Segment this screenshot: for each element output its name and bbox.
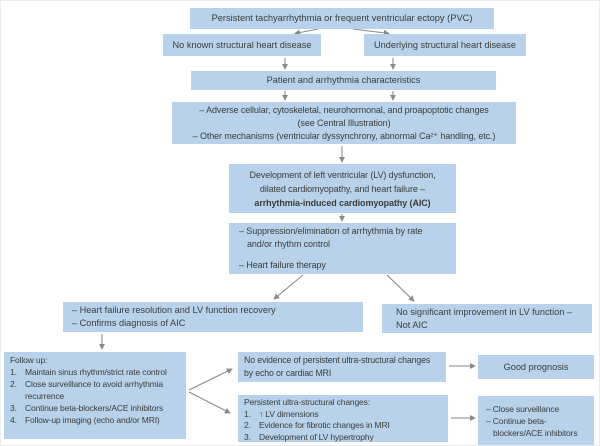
- node-persistent-changes: Persistent ultra-structural changes: 1. …: [238, 395, 448, 442]
- mechanisms-line: (see Central Illustration): [297, 117, 391, 128]
- node-development-aic: Development of left ventricular (LV) dys…: [229, 164, 456, 213]
- node-mechanisms: – Adverse cellular, cytoskeletal, neuroh…: [172, 102, 516, 144]
- development-line: dilated cardiomyopathy, and heart failur…: [259, 183, 426, 194]
- management-line: – Heart failure therapy: [239, 260, 326, 270]
- followup-item-number: 2.: [10, 379, 17, 389]
- node-pvc-text: Persistent tachyarrhythmia or frequent v…: [211, 13, 473, 23]
- management-line: and/or rhythm control: [247, 239, 330, 249]
- node-surveillance: – Close surveillance – Continue beta-blo…: [478, 396, 594, 445]
- persistent-item-text: Evidence for fibrotic changes in MRI: [259, 420, 390, 430]
- persistent-item-number: 1.: [244, 408, 251, 419]
- arrow-management-to-resolution: [273, 274, 304, 300]
- followup-item-number: 1.: [10, 367, 17, 377]
- node-hf-resolution: – Heart failure resolution and LV functi…: [63, 302, 363, 332]
- no-evidence-line: No evidence of persistent ultra-structur…: [244, 355, 431, 365]
- followup-item-text: Follow-up imaging (echo and/or MRI): [25, 415, 160, 425]
- followup-item-number: 3.: [10, 403, 17, 413]
- persistent-title: Persistent ultra-structural changes:: [244, 397, 370, 407]
- followup-item-text: Close surveillance to avoid arrhythmia r…: [25, 379, 163, 401]
- node-pvc: Persistent tachyarrhythmia or frequent v…: [190, 8, 494, 29]
- arrow-followup-to-no-evidence: [188, 368, 233, 391]
- surveillance-item: – Continue beta-blockers/ACE inhibitors: [486, 415, 578, 438]
- node-underlying-text: Underlying structural heart disease: [374, 39, 516, 50]
- followup-item-number: 4.: [10, 415, 17, 425]
- arrow-followup-to-persistent: [188, 391, 231, 414]
- followup-item: 4. Follow-up imaging (echo and/or MRI): [10, 414, 182, 426]
- mechanisms-line: – Other mechanisms (ventricular dyssynch…: [192, 130, 496, 141]
- surveillance-item: – Close surveillance: [486, 403, 560, 414]
- followup-item-text: Continue beta-blockers/ACE inhibitors: [25, 403, 164, 413]
- node-no-evidence: No evidence of persistent ultra-structur…: [238, 352, 446, 382]
- node-good-prognosis: Good prognosis: [478, 355, 594, 379]
- node-management: – Suppression/elimination of arrhythmia …: [229, 223, 456, 274]
- node-characteristics-text: Patient and arrhythmia characteristics: [266, 75, 421, 85]
- persistent-item: 1. ↑ LV dimensions: [244, 409, 446, 421]
- persistent-item-number: 2.: [244, 420, 251, 430]
- arrow-pvc-to-no-structural: [294, 28, 319, 36]
- followup-item: 1. Maintain sinus rhythm/strict rate con…: [10, 366, 182, 378]
- no-improvement-line: No significant improvement in LV functio…: [396, 306, 573, 317]
- good-prognosis-text: Good prognosis: [503, 361, 569, 372]
- no-improvement-line: Not AIC: [396, 319, 428, 330]
- node-no-improvement: No significant improvement in LV functio…: [382, 304, 592, 333]
- followup-item: 3. Continue beta-blockers/ACE inhibitors: [10, 402, 182, 414]
- development-line: Development of left ventricular (LV) dys…: [249, 169, 436, 180]
- persistent-item-number: 3.: [244, 431, 251, 442]
- persistent-item-text: Development of LV hypertrophy: [259, 431, 374, 442]
- arrow-management-to-no-improvement: [386, 274, 415, 302]
- management-line: – Suppression/elimination of arrhythmia …: [239, 226, 423, 236]
- persistent-item-text: ↑ LV dimensions: [259, 408, 319, 419]
- arrow-pvc-to-underlying: [352, 28, 390, 36]
- persistent-item: 2. Evidence for fibrotic changes in MRI: [244, 420, 446, 432]
- no-evidence-line: by echo or cardiac MRI: [244, 368, 332, 378]
- node-no-structural-text: No known structural heart disease: [172, 39, 312, 50]
- followup-title: Follow up:: [10, 355, 48, 365]
- mechanisms-line: – Adverse cellular, cytoskeletal, neuroh…: [199, 104, 489, 115]
- resolution-line: – Confirms diagnosis of AIC: [72, 318, 186, 328]
- node-patient-characteristics: Patient and arrhythmia characteristics: [191, 71, 496, 90]
- resolution-line: – Heart failure resolution and LV functi…: [72, 304, 276, 315]
- persistent-item: 3. Development of LV hypertrophy: [244, 432, 446, 444]
- development-line-bold: arrhythmia-induced cardiomyopathy (AIC): [254, 197, 431, 208]
- node-underlying-structural-disease: Underlying structural heart disease: [364, 34, 526, 56]
- followup-item-text: Maintain sinus rhythm/strict rate contro…: [25, 367, 167, 377]
- node-no-structural-disease: No known structural heart disease: [163, 34, 321, 56]
- node-followup: Follow up: 1. Maintain sinus rhythm/stri…: [4, 352, 186, 439]
- followup-item: 2. Close surveillance to avoid arrhythmi…: [10, 378, 182, 402]
